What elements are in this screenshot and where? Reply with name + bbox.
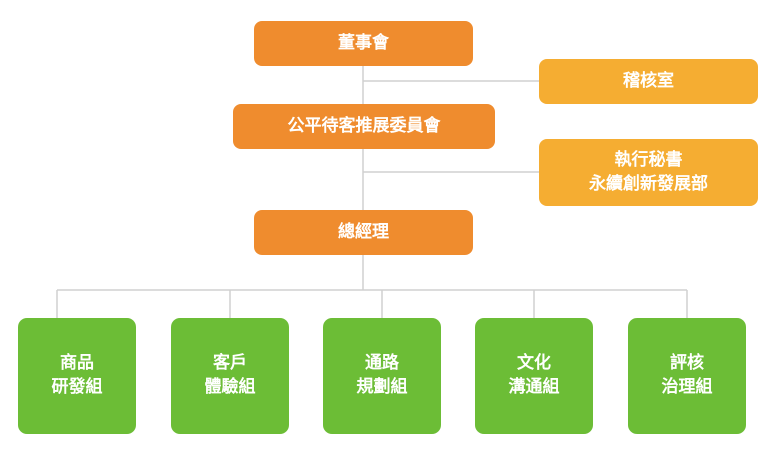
committee-node: 公平待客推展委員會 xyxy=(233,104,495,149)
gm-node: 總經理 xyxy=(254,210,473,255)
group-label-line2: 體驗組 xyxy=(204,377,256,397)
group-label-line1: 商品 xyxy=(60,353,94,374)
audit-label: 稽核室 xyxy=(623,70,674,91)
group-node-culture: 文化 溝通組 xyxy=(475,318,593,434)
group-label-line2: 溝通組 xyxy=(508,377,560,397)
group-node-channel: 通路 規劃組 xyxy=(323,318,441,434)
group-node-governance: 評核 治理組 xyxy=(628,318,746,434)
group-label-line2: 研發組 xyxy=(51,377,103,397)
board-label: 董事會 xyxy=(338,32,389,53)
audit-node: 稽核室 xyxy=(539,59,758,104)
group-label-line2: 治理組 xyxy=(661,377,713,397)
group-label-line1: 文化 xyxy=(517,353,551,374)
exec-secretary-label: 執行秘書 xyxy=(614,149,683,170)
group-label-line2: 規劃組 xyxy=(356,377,408,397)
exec-secretary-node: 執行秘書 永續創新發展部 xyxy=(539,139,758,206)
group-node-product: 商品 研發組 xyxy=(18,318,136,434)
gm-label: 總經理 xyxy=(338,221,389,242)
group-label-line1: 評核 xyxy=(670,353,704,374)
group-node-customer: 客戶 體驗組 xyxy=(171,318,289,434)
group-label-line1: 通路 xyxy=(365,353,399,374)
group-label-line1: 客戶 xyxy=(213,353,247,374)
sustainability-dept-label: 永續創新發展部 xyxy=(589,173,708,194)
board-node: 董事會 xyxy=(254,21,473,66)
committee-label: 公平待客推展委員會 xyxy=(287,115,441,136)
